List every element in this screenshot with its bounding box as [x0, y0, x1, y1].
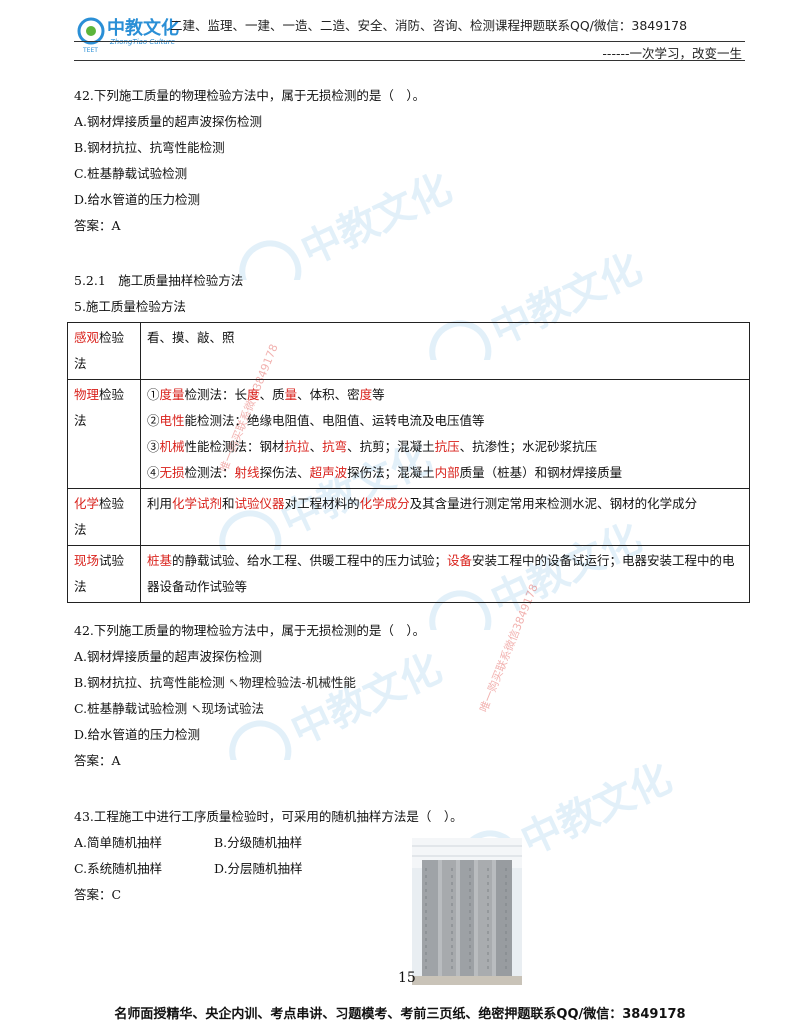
option-note: ↖物理检验法-机械性能 [228, 675, 356, 690]
header-divider [74, 60, 745, 61]
question-text: 42.下列施工质量的物理检验方法中，属于无损检测的是（ ）。 [74, 88, 426, 103]
option-note: ↖现场试验法 [191, 701, 265, 716]
method-keyword: 现场 [74, 553, 100, 568]
method-suffix: 检验法 [74, 330, 125, 371]
section-heading: 5.2.1 施工质量抽样检验方法 [74, 273, 244, 288]
option-b: B.钢材抗拉、抗弯性能检测 [74, 140, 225, 155]
method-desc: 看、摸、敲、照 [147, 330, 235, 345]
formwork-panels-photo [412, 838, 522, 985]
question-text: 43.工程施工中进行工序质量检验时，可采用的随机抽样方法是（ ）。 [74, 809, 463, 824]
page-number: 15 [398, 970, 416, 986]
svg-text:中教文化: 中教文化 [107, 17, 179, 39]
desc-line: ④无损检测法：射线探伤法、超声波探伤法；混凝土内部质量（桩基）和钢材焊接质量 [147, 465, 623, 480]
section-heading-block: 5.2.1 施工质量抽样检验方法 5.施工质量检验方法 [74, 268, 243, 320]
method-suffix: 检验法 [74, 387, 125, 428]
method-name-cell: 化学检验法 [67, 488, 141, 546]
option-c: C.桩基静载试验检测 [74, 166, 188, 181]
answer: 答案：C [74, 887, 122, 902]
option-b: B.分级随机抽样 [214, 835, 303, 850]
method-keyword: 感观 [74, 330, 100, 345]
answer: 答案：A [74, 218, 121, 233]
option-b: B.钢材抗拉、抗弯性能检测 ↖物理检验法-机械性能 [74, 675, 356, 690]
brand-logo: TEET 中教文化 ZhongTiao Culture [77, 17, 179, 54]
method-name-cell: 感观检验法 [67, 322, 141, 380]
option-d: D.分层随机抽样 [214, 861, 303, 876]
option-a: A.钢材焊接质量的超声波探伤检测 [74, 114, 263, 129]
header-divider [74, 41, 745, 42]
option-c: C.系统随机抽样 [74, 861, 163, 876]
method-name-cell: 现场试验法 [67, 545, 141, 603]
table-row: 现场试验法 桩基的静载试验、给水工程、供暖工程中的压力试验；设备安装工程中的设备… [67, 545, 750, 603]
option-d: D.给水管道的压力检测 [74, 192, 201, 207]
desc-line: ①度量检测法：长度、质量、体积、密度等 [147, 387, 385, 402]
option-a: A.钢材焊接质量的超声波探伤检测 [74, 649, 263, 664]
options-row: A.简单随机抽样 B.分级随机抽样 [74, 830, 463, 856]
method-suffix: 检验法 [74, 496, 125, 537]
question-text: 42.下列施工质量的物理检验方法中，属于无损检测的是（ ）。 [74, 623, 426, 638]
method-suffix: 试验法 [74, 553, 125, 594]
method-desc-cell: 桩基的静载试验、给水工程、供暖工程中的压力试验；设备安装工程中的设备试运行；电器… [140, 545, 750, 603]
question-42-annotated-block: 42.下列施工质量的物理检验方法中，属于无损检测的是（ ）。 A.钢材焊接质量的… [74, 618, 425, 774]
method-desc-cell: ①度量检测法：长度、质量、体积、密度等 ②电性能检测法：绝缘电阻值、电阻值、运转… [140, 379, 750, 489]
inspection-methods-table: 感观检验法 看、摸、敲、照 物理检验法 ①度量检测法：长度、质量、体积、密度等 … [67, 322, 750, 603]
svg-text:TEET: TEET [82, 47, 98, 54]
header-contact-line: 二建、监理、一建、一造、二造、安全、消防、咨询、检测课程押题联系QQ/微信：38… [170, 18, 688, 33]
question-42-block: 42.下列施工质量的物理检验方法中，属于无损检测的是（ ）。 A.钢材焊接质量的… [74, 83, 425, 239]
method-desc-cell: 看、摸、敲、照 [140, 322, 750, 380]
footer-contact-line: 名师面授精华、央企内训、考点串讲、习题模考、考前三页纸、绝密押题联系QQ/微信：… [114, 1007, 686, 1022]
svg-text:ZhongTiao Culture: ZhongTiao Culture [109, 38, 175, 46]
table-row: 感观检验法 看、摸、敲、照 [67, 322, 750, 380]
header-slogan: ------一次学习，改变一生 [602, 46, 742, 61]
method-desc-cell: 利用化学试剂和试验仪器对工程材料的化学成分及其含量进行测定常用来检测水泥、钢材的… [140, 488, 750, 546]
option-c: C.桩基静载试验检测 ↖现场试验法 [74, 701, 265, 716]
method-keyword: 化学 [74, 496, 100, 511]
options-row: C.系统随机抽样 D.分层随机抽样 [74, 856, 463, 882]
question-43-block: 43.工程施工中进行工序质量检验时，可采用的随机抽样方法是（ ）。 A.简单随机… [74, 804, 463, 908]
desc-line: ②电性能检测法：绝缘电阻值、电阻值、运转电流及电压值等 [147, 413, 485, 428]
method-keyword: 物理 [74, 387, 100, 402]
table-row: 物理检验法 ①度量检测法：长度、质量、体积、密度等 ②电性能检测法：绝缘电阻值、… [67, 379, 750, 489]
method-name-cell: 物理检验法 [67, 379, 141, 489]
desc-line: ③机械性能检测法：钢材抗拉、抗弯、抗剪；混凝土抗压、抗渗性；水泥砂浆抗压 [147, 439, 598, 454]
table-row: 化学检验法 利用化学试剂和试验仪器对工程材料的化学成分及其含量进行测定常用来检测… [67, 488, 750, 546]
option-d: D.给水管道的压力检测 [74, 727, 201, 742]
svg-text:中教文化: 中教文化 [514, 760, 678, 864]
answer: 答案：A [74, 753, 121, 768]
option-a: A.简单随机抽样 [74, 835, 163, 850]
section-subheading: 5.施工质量检验方法 [74, 299, 186, 314]
